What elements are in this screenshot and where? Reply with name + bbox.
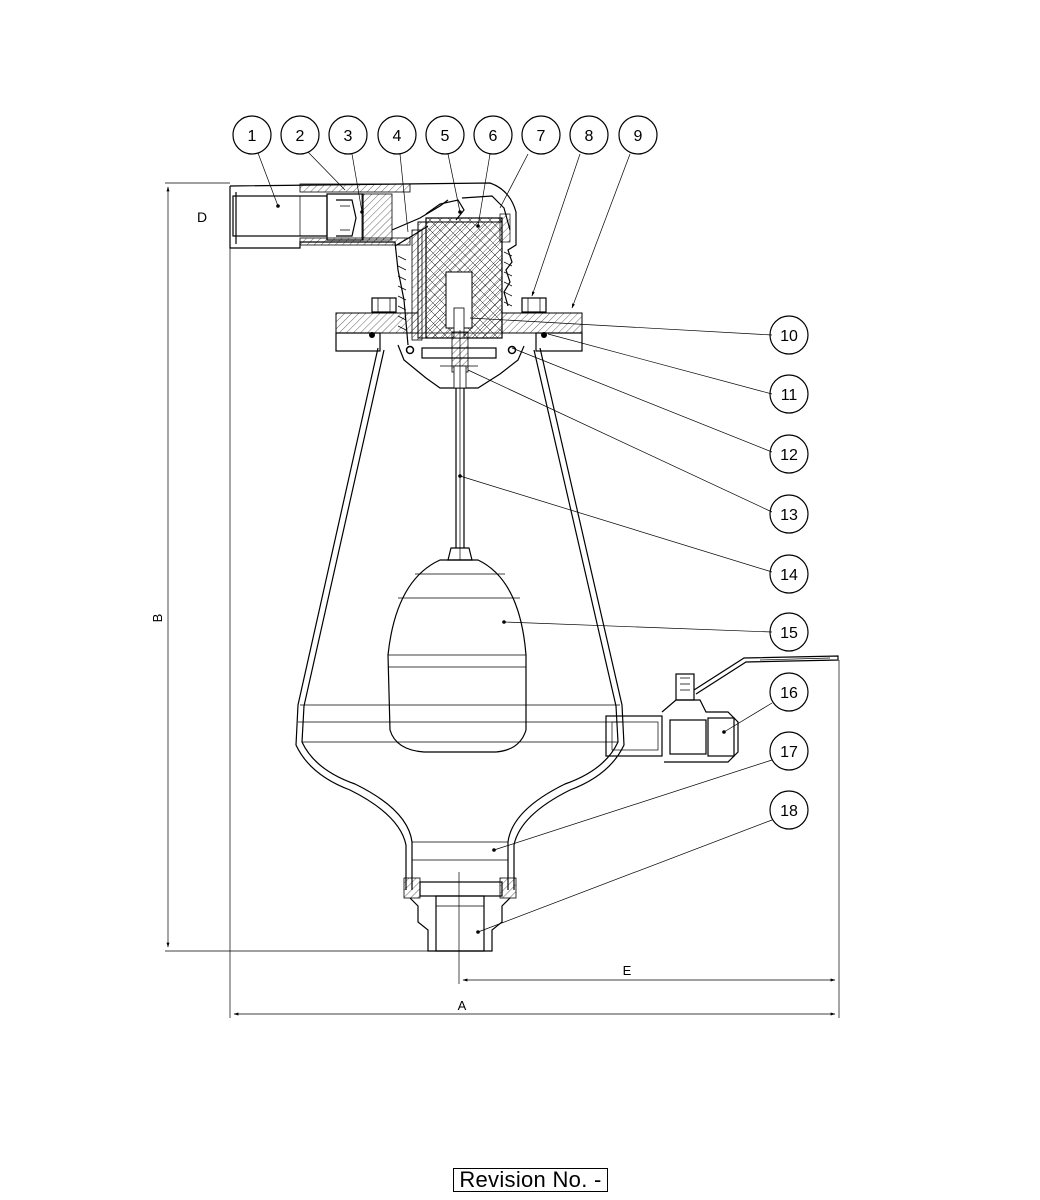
top-elbow-assembly (229, 182, 517, 346)
svg-text:3: 3 (344, 128, 353, 145)
svg-text:14: 14 (780, 567, 798, 584)
balloon-6: 6 (473, 115, 513, 155)
balloon-17: 17 (769, 731, 809, 771)
balloon-10: 10 (769, 315, 809, 355)
svg-text:16: 16 (780, 685, 798, 702)
dimension-d-label: D (197, 209, 207, 225)
balloon-11: 11 (769, 374, 809, 414)
svg-text:10: 10 (780, 328, 798, 345)
balloon-15: 15 (769, 612, 809, 652)
svg-text:9: 9 (634, 128, 643, 145)
svg-text:1: 1 (248, 128, 257, 145)
dimension-e: E (458, 872, 836, 984)
svg-text:5: 5 (441, 128, 450, 145)
ball-valve (605, 655, 839, 763)
balloon-13: 13 (769, 494, 809, 534)
dimension-b: B (150, 182, 430, 952)
svg-text:12: 12 (780, 447, 798, 464)
balloon-9: 9 (618, 115, 658, 155)
svg-text:17: 17 (780, 744, 798, 761)
svg-text:7: 7 (537, 128, 546, 145)
leader-dots (276, 204, 726, 934)
balloon-12: 12 (769, 434, 809, 474)
balloon-4: 4 (377, 115, 417, 155)
balloon-8: 8 (569, 115, 609, 155)
dimension-e-label: E (623, 963, 632, 978)
svg-text:2: 2 (296, 128, 305, 145)
dimension-a: A (229, 240, 840, 1018)
revision-label: Revision No. - (453, 1168, 608, 1192)
svg-text:11: 11 (781, 387, 798, 404)
balloon-18: 18 (769, 790, 809, 830)
balloon-5: 5 (425, 115, 465, 155)
float-stem (447, 330, 473, 561)
svg-text:18: 18 (780, 803, 798, 820)
svg-text:15: 15 (780, 625, 798, 642)
bottom-connector (403, 877, 517, 952)
svg-text:8: 8 (585, 128, 594, 145)
leader-lines (257, 151, 773, 933)
svg-text:4: 4 (393, 128, 402, 145)
dimension-b-label: B (150, 614, 165, 623)
float-ball (387, 559, 527, 753)
balloon-1: 1 (232, 115, 272, 155)
dimension-a-label: A (458, 998, 467, 1013)
svg-text:13: 13 (780, 507, 798, 524)
balloon-14: 14 (769, 554, 809, 594)
flange (335, 297, 583, 389)
balloon-7: 7 (521, 115, 561, 155)
balloon-2: 2 (280, 115, 320, 155)
balloon-3: 3 (328, 115, 368, 155)
svg-text:6: 6 (489, 128, 498, 145)
balloon-16: 16 (769, 672, 809, 712)
